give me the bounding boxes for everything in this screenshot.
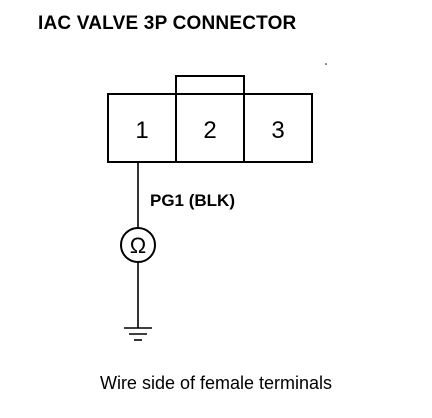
wire-label: PG1 (BLK) xyxy=(150,191,235,210)
terminal-cell-2 xyxy=(175,93,245,163)
connector-lock-tab xyxy=(175,75,245,95)
diagram-title: IAC VALVE 3P CONNECTOR xyxy=(38,13,297,34)
ground-icon xyxy=(124,327,152,341)
terminal-cell-1 xyxy=(107,93,177,163)
terminal-label-3: 3 xyxy=(271,117,284,144)
terminal-label-1: 1 xyxy=(135,117,148,144)
terminal-label-2: 2 xyxy=(203,117,216,144)
terminal-cell-3 xyxy=(243,93,313,163)
connector-body xyxy=(107,75,313,163)
diagram-caption: Wire side of female terminals xyxy=(99,373,333,393)
scan-speck xyxy=(325,63,327,65)
ohm-icon: Ω xyxy=(130,233,146,258)
